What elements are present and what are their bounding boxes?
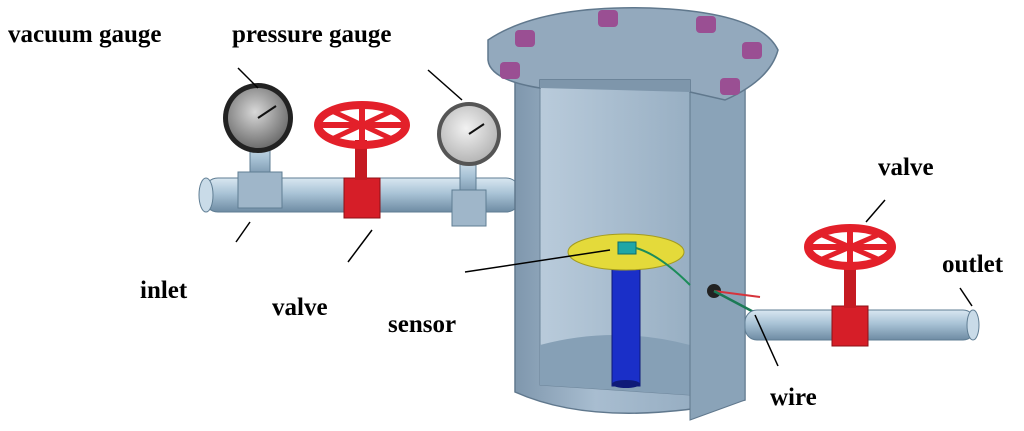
label-sensor: sensor [388,311,457,338]
label-wire: wire [770,384,817,411]
leader-lines [235,67,973,367]
leader-wire [754,314,779,367]
label-valve-right: valve [878,154,934,181]
leader-pressure-gauge [427,69,463,101]
sensor-assembly [567,233,691,388]
leader-valve-right [865,199,886,223]
leader-sensor [464,249,611,273]
label-vacuum-gauge: vacuum gauge [8,21,162,48]
vacuum-gauge [223,83,293,209]
label-inlet: inlet [140,277,188,304]
label-pressure-gauge: pressure gauge [232,21,392,48]
label-outlet: outlet [942,251,1004,278]
valve-left [314,101,410,219]
pressure-gauge [437,102,501,227]
valve-right [804,224,896,347]
leader-valve-left [347,229,373,263]
leader-vacuum-gauge [237,67,259,89]
flange-bolts [500,10,762,95]
leader-inlet [235,221,251,243]
label-valve-left: valve [272,294,328,321]
leader-outlet [959,287,973,307]
